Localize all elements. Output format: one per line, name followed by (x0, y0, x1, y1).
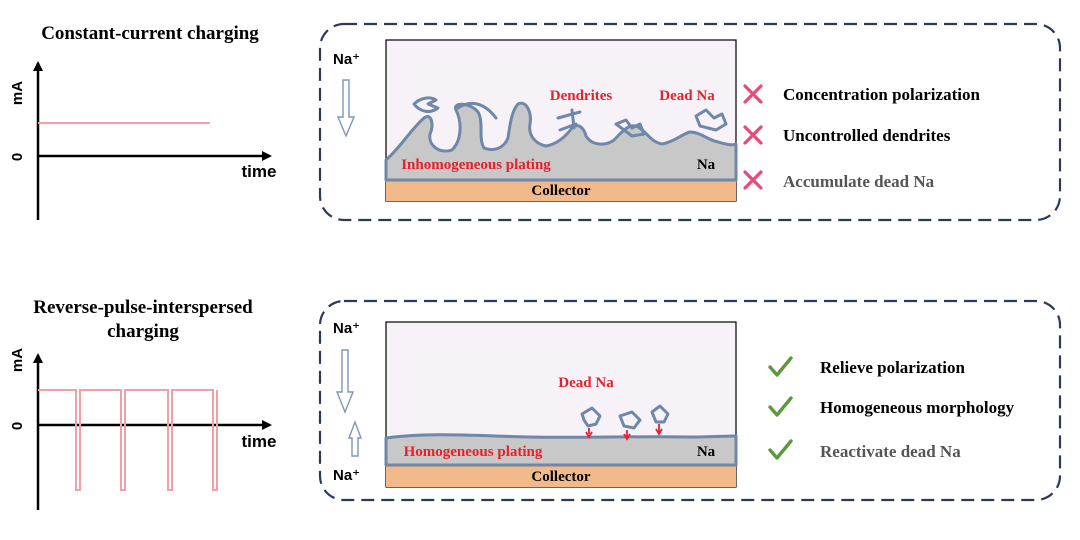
bottom-panel-frame (318, 299, 1062, 502)
bottom-collector (386, 465, 736, 487)
homogeneous-plating-label: Homogeneous plating (404, 444, 543, 460)
issue-item: Accumulate dead Na (743, 170, 935, 191)
issues-list: Concentration polarization Uncontrolled … (743, 84, 980, 191)
bottom-na-label: Na (697, 444, 716, 460)
bottom-title-line2: charging (107, 321, 179, 342)
issue-text: Concentration polarization (783, 85, 980, 104)
top-na-layer (384, 101, 738, 182)
top-current-graph: mA 0 time (9, 61, 277, 220)
bottom-up-arrow-icon (347, 420, 363, 457)
bottom-ion-label-bottom: Na⁺ (333, 467, 360, 484)
bottom-na-layer (384, 433, 738, 467)
dead-na-fragment (618, 410, 642, 430)
top-title: Constant-current charging (41, 23, 259, 44)
cross-icon (743, 84, 763, 104)
reverse-pulse-waveform (38, 389, 218, 491)
top-collector-label: Collector (531, 183, 590, 199)
reactivation-arrow-icon (623, 430, 631, 441)
issue-text: Uncontrolled dendrites (783, 126, 951, 145)
top-collector (386, 180, 736, 201)
benefit-text: Reactivate dead Na (820, 442, 961, 461)
bottom-collector-label: Collector (531, 469, 590, 485)
dendrite-branch (456, 101, 498, 120)
top-electrode-diagram: Dendrites Dead Na Inhomogeneous plating … (384, 39, 738, 202)
dendrites-label: Dendrites (550, 88, 613, 104)
bottom-zero-label: 0 (9, 422, 26, 430)
benefits-list: Relieve polarization Homogeneous morphol… (768, 356, 1015, 461)
dead-na-fragment (694, 108, 728, 132)
bottom-x-label: time (242, 432, 277, 451)
top-x-label: time (242, 162, 277, 181)
benefit-item: Reactivate dead Na (768, 439, 961, 461)
benefit-item: Homogeneous morphology (768, 396, 1015, 417)
bottom-dead-na-label: Dead Na (558, 375, 614, 391)
top-panel-frame (318, 22, 1062, 222)
reactivation-arrow-icon (655, 424, 663, 436)
benefit-text: Relieve polarization (820, 358, 965, 377)
dead-na-fragment (580, 406, 602, 428)
dendrite-branch (412, 96, 440, 113)
bottom-current-graph: mA 0 time (9, 348, 276, 510)
bottom-title-line1: Reverse-pulse-interspersed (33, 297, 253, 318)
inhomogeneous-plating-label: Inhomogeneous plating (401, 157, 551, 173)
bottom-ion-label-top: Na⁺ (333, 320, 360, 337)
dead-na-fragment (650, 404, 670, 424)
top-dead-na-label: Dead Na (659, 88, 715, 104)
reactivation-arrow-icon (585, 428, 593, 439)
dead-na-fragment (614, 118, 646, 138)
dendrite-branch (556, 108, 582, 132)
top-na-label: Na (697, 157, 716, 173)
check-icon (768, 356, 793, 377)
top-y-label: mA (9, 81, 26, 105)
bottom-y-label: mA (9, 348, 26, 372)
bottom-electrode-diagram: Dead Na Homogeneous plating Na Collector (384, 321, 738, 488)
benefit-item: Relieve polarization (768, 356, 965, 377)
top-zero-label: 0 (9, 153, 26, 161)
issue-text: Accumulate dead Na (783, 172, 935, 191)
check-icon (768, 439, 793, 460)
cross-icon (743, 170, 763, 190)
bottom-down-arrow-icon (335, 349, 355, 414)
top-down-arrow-icon (336, 79, 356, 138)
cross-icon (743, 125, 763, 145)
issue-item: Uncontrolled dendrites (743, 125, 951, 145)
check-icon (768, 396, 793, 417)
top-ion-label: Na⁺ (333, 51, 360, 68)
issue-item: Concentration polarization (743, 84, 980, 104)
benefit-text: Homogeneous morphology (820, 398, 1015, 417)
